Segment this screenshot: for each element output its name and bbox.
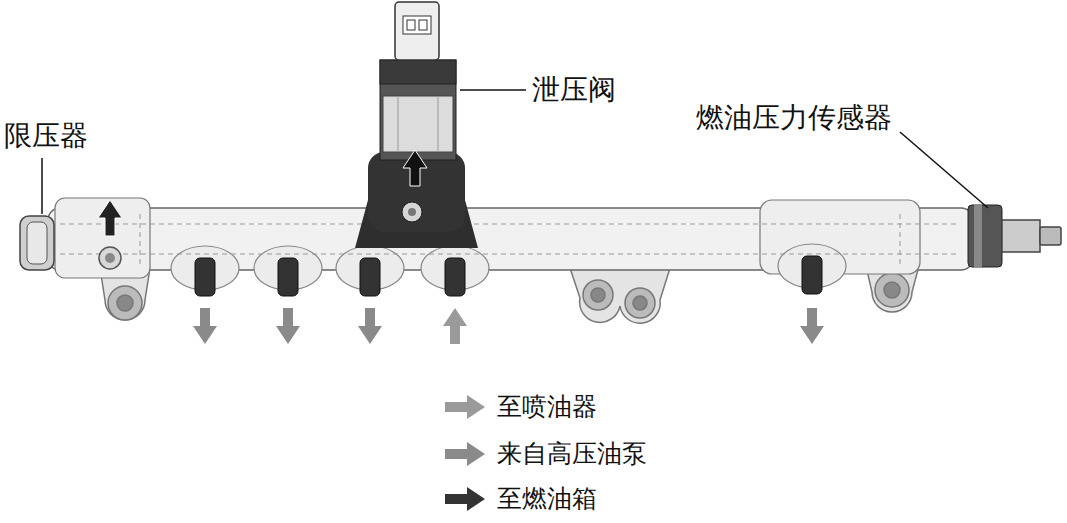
flow-arrow xyxy=(193,308,824,344)
rail-body xyxy=(48,198,973,290)
legend-arrow-shape xyxy=(445,395,485,419)
legend-arrow xyxy=(443,437,489,471)
leader-line xyxy=(42,90,988,214)
outlet-nozzle xyxy=(195,256,822,296)
legend-text: 至喷油器 xyxy=(497,390,597,424)
part-label: 限压器 xyxy=(4,118,88,153)
legend-arrow xyxy=(443,390,489,424)
relief-valve xyxy=(355,2,478,248)
legend-arrow-shape xyxy=(445,442,485,466)
part-label: 燃油压力传感器 xyxy=(696,100,892,135)
legend-text: 来自高压油泵 xyxy=(497,437,647,471)
pressure-sensor xyxy=(968,205,1061,267)
part-label: 泄压阀 xyxy=(532,72,616,107)
legend-text: 至燃油箱 xyxy=(497,482,597,516)
legend-arrow xyxy=(443,482,489,516)
legend-arrow-shape xyxy=(445,487,485,511)
pressure-limiter xyxy=(20,200,122,270)
